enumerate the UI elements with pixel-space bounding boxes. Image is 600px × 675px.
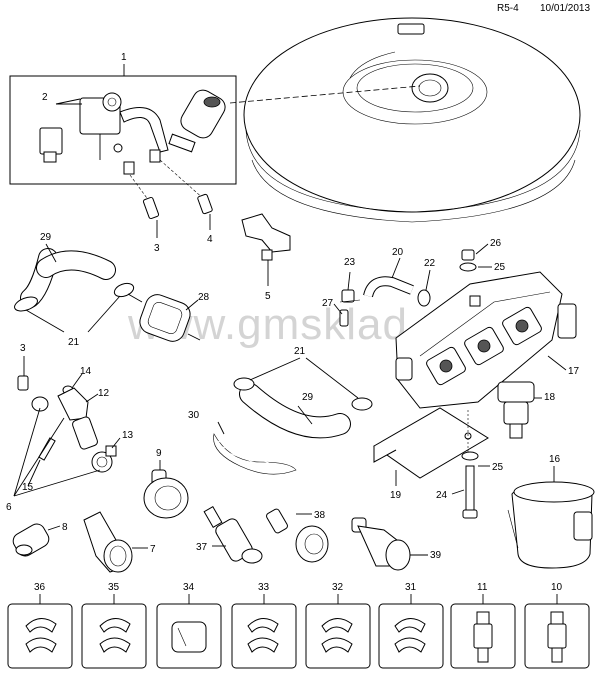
- callout-3b: 3: [20, 343, 26, 354]
- callout-28: 28: [198, 292, 210, 303]
- callout-23: 23: [344, 257, 356, 268]
- callout-34: 34: [183, 582, 195, 593]
- callout-38: 38: [314, 510, 326, 521]
- callout-24: 24: [436, 490, 448, 501]
- callout-19: 19: [390, 490, 402, 501]
- toroidal-tank: [243, 17, 581, 223]
- callout-39: 39: [430, 550, 442, 561]
- callout-10: 10: [551, 582, 563, 593]
- callout-12: 12: [98, 388, 110, 399]
- callout-32: 32: [332, 582, 344, 593]
- callout-17: 17: [568, 366, 580, 377]
- bottom-row-parts: [7, 594, 590, 669]
- callout-8: 8: [62, 522, 68, 533]
- callout-37: 37: [196, 542, 208, 553]
- clamp-21-left: [14, 282, 135, 333]
- callout-9: 9: [156, 448, 162, 459]
- valve-block-17: [395, 271, 577, 409]
- callout-11: 11: [477, 582, 488, 593]
- adapter-9: [143, 460, 189, 519]
- hose-20: [363, 257, 431, 307]
- adapter-37: [203, 506, 263, 564]
- hose-29-left: [20, 243, 116, 308]
- fitting-cluster: [13, 356, 121, 497]
- callout-1: 1: [121, 52, 127, 63]
- callout-5: 5: [265, 291, 271, 302]
- callout-2: 2: [42, 92, 48, 103]
- callout-25a: 25: [494, 262, 506, 273]
- multivalve-assembly: [39, 89, 226, 175]
- callout-15: 15: [22, 482, 34, 493]
- diagram-code: R5-4: [497, 3, 519, 14]
- fitting-4: [159, 159, 213, 230]
- callout-6: 6: [6, 502, 12, 513]
- callout-36: 36: [34, 582, 46, 593]
- callout-16: 16: [549, 454, 561, 465]
- callout-31: 31: [405, 582, 417, 593]
- bolt-24-washer-25: [451, 410, 490, 519]
- adapter-7: [83, 511, 148, 573]
- solenoid-18: [497, 381, 542, 439]
- tank-leader: [229, 85, 421, 104]
- callout-33: 33: [258, 582, 270, 593]
- coil-30: [213, 421, 297, 475]
- fitting-3: [129, 174, 160, 238]
- callout-13: 13: [122, 430, 134, 441]
- callout-21a: 21: [68, 337, 80, 348]
- callout-25b: 25: [492, 462, 504, 473]
- callout-4: 4: [207, 234, 213, 245]
- multivalve-box: [9, 75, 237, 185]
- adapter-39: [351, 517, 428, 571]
- fitting-26-25: [459, 243, 492, 272]
- callout-3a: 3: [154, 243, 160, 254]
- sensor-5: [241, 213, 291, 286]
- callout-26: 26: [490, 238, 502, 249]
- fitting-23-27: [333, 271, 361, 327]
- diagram-date: 10/01/2013: [540, 3, 591, 14]
- callout-20: 20: [392, 247, 404, 258]
- callout-35: 35: [108, 582, 120, 593]
- callout-22: 22: [424, 258, 436, 269]
- callout-14: 14: [80, 366, 92, 377]
- callout-21b: 21: [294, 346, 306, 357]
- filter-28: [127, 293, 201, 342]
- callout-30: 30: [188, 410, 200, 421]
- adapter-38: [266, 508, 329, 563]
- bag-16: [507, 466, 595, 569]
- callout-18: 18: [544, 392, 556, 403]
- callout-29b: 29: [302, 392, 314, 403]
- callout-29a: 29: [40, 232, 52, 243]
- adapter-8: [12, 523, 61, 557]
- callout-27: 27: [322, 298, 334, 309]
- hose-29-right: [233, 357, 373, 439]
- bracket-19: [373, 407, 489, 486]
- callout-7: 7: [150, 544, 156, 555]
- callout-labels: 1 2 3 4 5 29 21 28 3 14 12 13 15 6 21 29…: [6, 52, 580, 593]
